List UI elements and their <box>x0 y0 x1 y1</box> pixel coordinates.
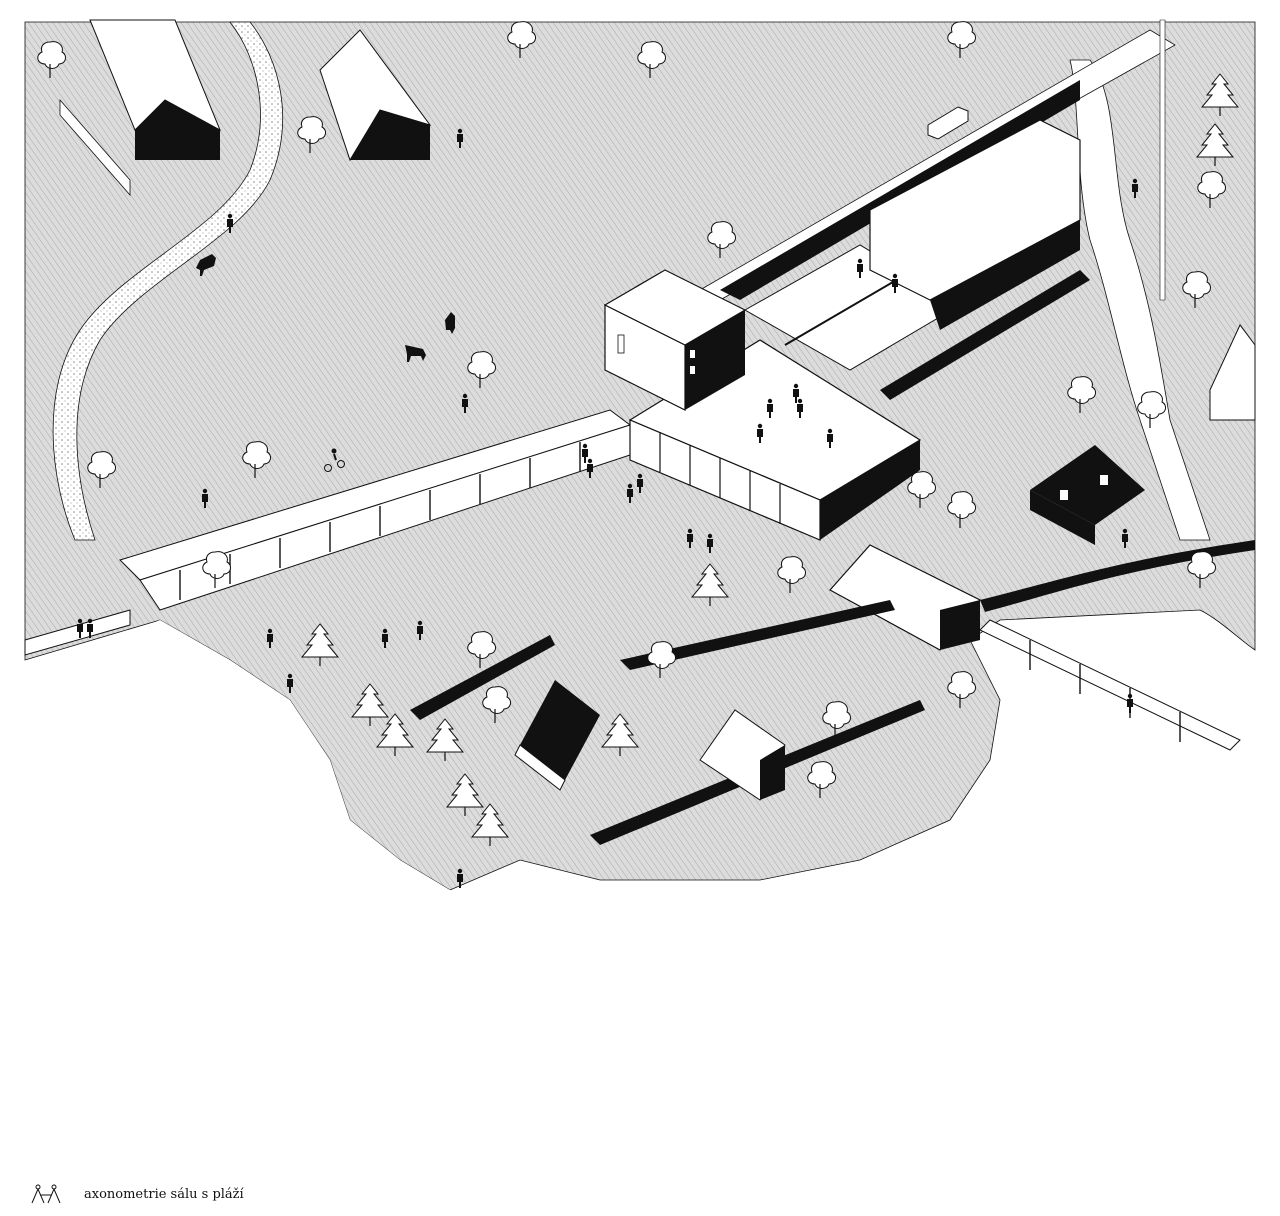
two-figures-pictogram-icon <box>31 1184 61 1204</box>
pier <box>979 619 1241 751</box>
stream <box>1069 59 1211 541</box>
tower-side <box>685 310 745 410</box>
dyke <box>980 540 1255 612</box>
cabin-left <box>520 680 600 780</box>
caption-text: axonometrie sálu s pláží <box>84 1186 244 1202</box>
car <box>927 106 969 140</box>
house-farright <box>1209 324 1256 421</box>
house-topcenter-gable <box>350 110 430 160</box>
cyclist <box>324 448 345 472</box>
lake <box>25 620 520 900</box>
drawing-caption: axonometrie sálu s pláží <box>28 1180 244 1208</box>
house-right-roof <box>1030 445 1145 525</box>
house-topleft-gable <box>135 100 220 160</box>
footpath <box>52 21 284 541</box>
horses <box>196 254 455 362</box>
garden-wall-left <box>410 635 555 720</box>
